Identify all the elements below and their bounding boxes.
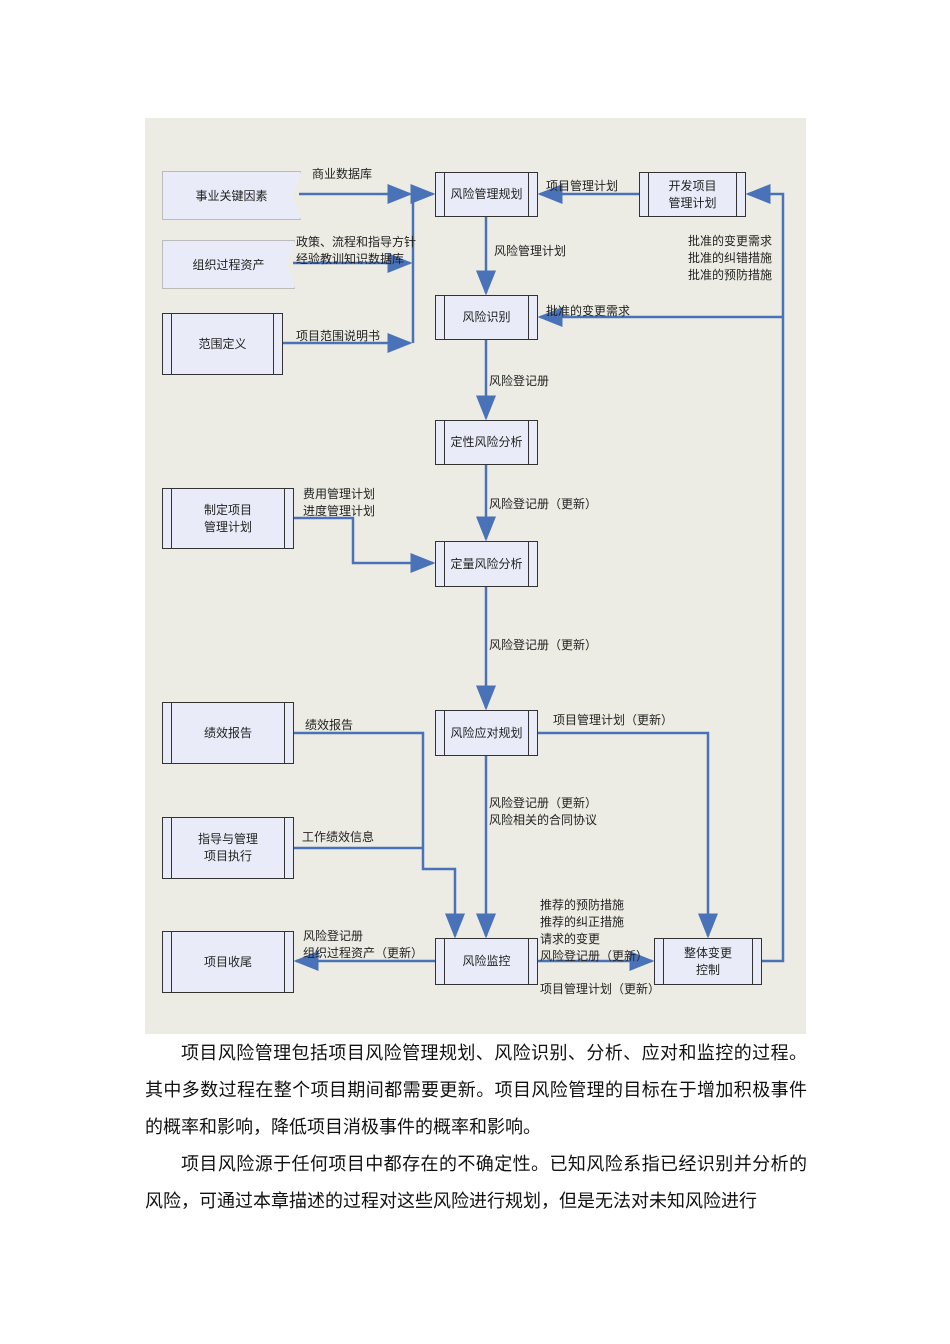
edge-label: 风险登记册 (303, 929, 364, 943)
node-label: 事业关键因素 (195, 189, 268, 203)
node-label: 绩效报告 (203, 725, 252, 740)
node-develop-pm-plan: 开发项目管理计划 (639, 172, 746, 217)
node-label: 定量风险分析 (450, 556, 523, 571)
node-risk-response: 风险应对规划 (435, 710, 538, 756)
edge-label: 批准的变更需求 (688, 234, 773, 248)
edge-label: 风险登记册（更新） (489, 796, 598, 810)
node-label: 指导与管理项目执行 (197, 832, 258, 863)
edge-label: 项目范围说明书 (296, 329, 381, 343)
edge-label: 风险相关的合同协议 (489, 813, 598, 827)
node-label: 组织过程资产 (192, 258, 265, 272)
edge-label: 推荐的预防措施 (540, 898, 625, 912)
node-change-control: 整体变更控制 (654, 938, 762, 985)
edge-label: 项目管理计划（更新） (540, 982, 661, 996)
node-label: 风险监控 (462, 954, 511, 968)
node-label: 制定项目管理计划 (203, 502, 252, 534)
node-label: 范围定义 (198, 336, 247, 351)
edge-label: 批准的纠错措施 (688, 251, 773, 265)
edge-label: 绩效报告 (305, 718, 354, 732)
edge-label: 推荐的纠正措施 (540, 915, 625, 929)
edge-label: 风险登记册（更新） (540, 949, 649, 963)
node-quantitative-analysis: 定量风险分析 (435, 541, 538, 587)
edge-label: 风险登记册（更新） (489, 497, 598, 511)
edge-label: 组织过程资产（更新） (303, 946, 424, 960)
edge-label: 费用管理计划 (303, 487, 376, 501)
edge-label: 经验教训知识数据库 (296, 252, 405, 266)
edge-label: 工作绩效信息 (302, 830, 375, 844)
edge-label: 项目管理计划 (546, 179, 619, 193)
arrow-response-right (538, 731, 718, 939)
merge-line (410, 184, 436, 343)
edge-label: 政策、流程和指导方针 (296, 235, 417, 249)
body-paragraph: 项目风险源于任何项目中都存在的不确定性。已知风险系指已经识别并分析的风险，可通过… (145, 1154, 807, 1212)
node-enterprise-factors: 事业关键因素 (162, 171, 301, 220)
body-paragraph: 项目风险管理包括项目风险管理规划、风险识别、分析、应对和监控的过程。其中多数过程… (145, 1043, 807, 1138)
node-qualitative-analysis: 定性风险分析 (435, 420, 538, 465)
edge-label: 批准的变更需求 (546, 304, 631, 318)
feedback-line (745, 184, 785, 963)
node-risk-identification: 风险识别 (435, 295, 538, 340)
edge-label: 风险管理计划 (494, 244, 567, 258)
node-project-close: 项目收尾 (162, 931, 294, 993)
node-scope-definition: 范围定义 (162, 313, 283, 375)
node-risk-monitor: 风险监控 (435, 938, 538, 985)
node-risk-planning: 风险管理规划 (435, 172, 538, 217)
edge-label: 批准的预防措施 (688, 268, 773, 282)
node-performance-report: 绩效报告 (162, 702, 294, 764)
edge-label: 商业数据库 (312, 167, 373, 181)
node-label: 风险应对规划 (450, 725, 523, 740)
edge-label: 进度管理计划 (303, 504, 376, 518)
node-label: 风险识别 (462, 310, 511, 324)
edge-label: 项目管理计划（更新） (553, 713, 674, 727)
node-label: 定性风险分析 (450, 435, 523, 449)
arrow-perf-report (294, 731, 465, 939)
node-direct-execution: 指导与管理项目执行 (162, 817, 294, 879)
node-label: 项目收尾 (203, 954, 252, 969)
edge-label: 风险登记册 (489, 374, 550, 388)
edge-label: 请求的变更 (540, 932, 601, 946)
node-label: 开发项目管理计划 (668, 178, 717, 210)
node-label: 整体变更控制 (683, 945, 732, 977)
edge-label: 风险登记册（更新） (489, 638, 598, 652)
arrow-make-plan (294, 516, 436, 573)
node-org-assets: 组织过程资产 (162, 240, 295, 289)
node-make-pm-plan: 制定项目管理计划 (162, 488, 294, 549)
node-label: 风险管理规划 (450, 187, 523, 201)
